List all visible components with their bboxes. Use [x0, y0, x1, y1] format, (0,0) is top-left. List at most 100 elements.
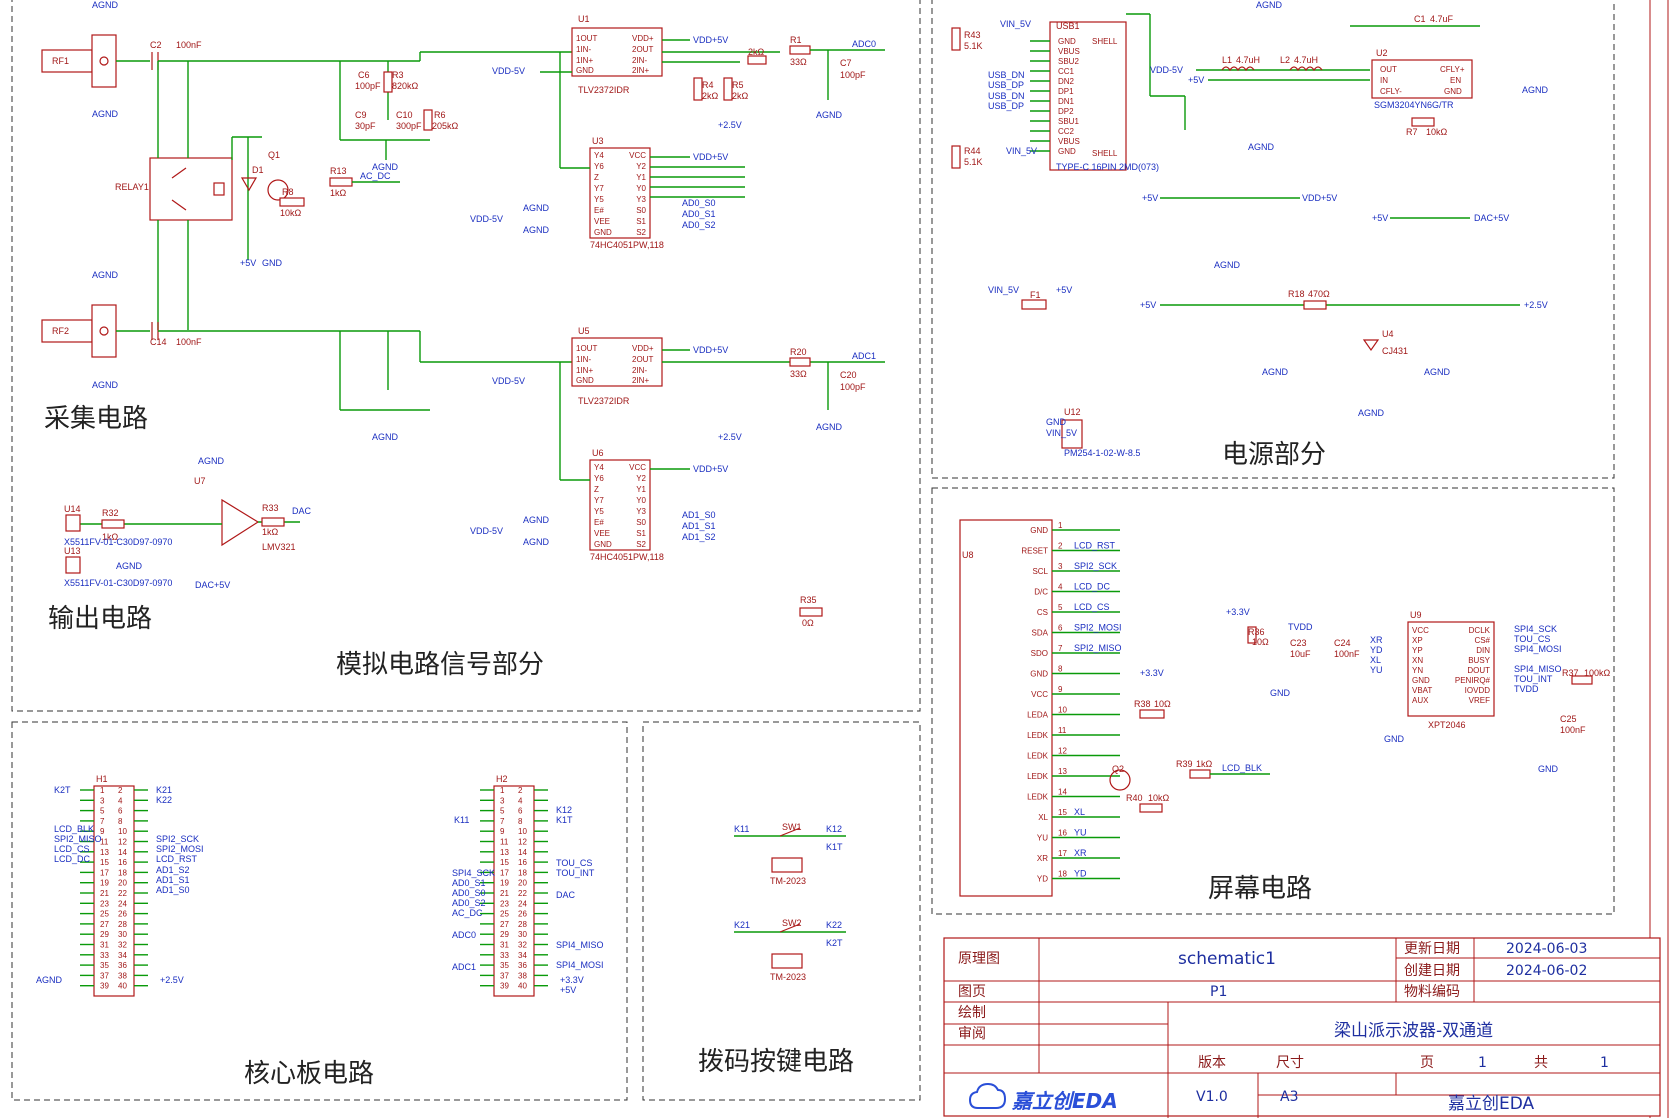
r32-value: 1kΩ	[102, 532, 119, 542]
svg-text:嘉立创EDA: 嘉立创EDA	[1011, 1089, 1118, 1113]
lcd-pin-number: 3	[1058, 562, 1063, 571]
usb-connector-body	[1049, 21, 1127, 171]
usb-pin: GND	[1058, 147, 1076, 156]
svg-text:K12: K12	[826, 824, 842, 834]
svg-text:AD1_S2: AD1_S2	[156, 865, 190, 875]
svg-text:K22: K22	[826, 920, 842, 930]
u2-ref: U2	[1376, 48, 1388, 58]
svg-text:SPI4_SCK: SPI4_SCK	[1514, 624, 1557, 634]
svg-text:AGND: AGND	[523, 537, 550, 547]
c20-value: 100pF	[840, 382, 866, 392]
mux-pin: VEE	[594, 529, 610, 538]
u1-part: TLV2372IDR	[578, 85, 630, 95]
svg-text:AGND: AGND	[1522, 85, 1549, 95]
section-screen: 屏幕电路	[1208, 874, 1312, 904]
xpt-pin: DIN	[1476, 646, 1490, 655]
sw2-part: TM-2023	[770, 972, 806, 982]
mux-pin: Y6	[594, 162, 604, 171]
doc-label: 原理图	[958, 951, 1000, 967]
header-pin: 7	[500, 817, 505, 826]
svg-text:SPI2_MISO: SPI2_MISO	[54, 834, 102, 844]
header-pin: 27	[500, 920, 509, 929]
ac-dc-label: AC_DC	[360, 171, 391, 181]
mux-pin: Y2	[636, 474, 646, 483]
lcd-pin-number: 10	[1058, 706, 1067, 715]
total-value: 1	[1600, 1055, 1609, 1071]
mux-pin: Y2	[636, 162, 646, 171]
r3-label: R3	[392, 70, 404, 80]
u3-ref: U3	[592, 136, 604, 146]
lcd-pin-number: 16	[1058, 829, 1067, 838]
header-pin: 4	[518, 796, 523, 805]
header-pin: 34	[518, 951, 527, 960]
header-pin: 17	[100, 868, 109, 877]
lcd-pin-number: 14	[1058, 788, 1067, 797]
lcd-pin-name: LEDA	[1027, 711, 1049, 720]
header-pin: 8	[118, 817, 123, 826]
lcd-net-label: XR	[1074, 848, 1087, 858]
svg-text:1OUT: 1OUT	[576, 344, 597, 353]
header-pin: 15	[100, 858, 109, 867]
header-pin: 28	[118, 920, 127, 929]
lcd-net-label: SPI2_SCK	[1074, 561, 1117, 571]
l1-value: 4.7uH	[1236, 55, 1260, 65]
header-pin: 28	[518, 920, 527, 929]
c7-label: C7	[840, 58, 852, 68]
tvdd-label: TVDD	[1288, 622, 1313, 632]
agnd-label: AGND	[92, 109, 119, 119]
header-pin: 13	[500, 848, 509, 857]
mux-pin: S1	[636, 217, 646, 226]
svg-text:AGND: AGND	[523, 203, 550, 213]
xpt-pin: YN	[1412, 666, 1423, 675]
ad0s0-label: AD0_S0	[682, 198, 716, 208]
u12-body	[1061, 419, 1083, 449]
header-pin: 23	[100, 899, 109, 908]
mux-pin: GND	[594, 228, 612, 237]
header-pin: 33	[500, 951, 509, 960]
header-pin: 9	[100, 827, 105, 836]
svg-text:SPI4_MISO: SPI4_MISO	[556, 940, 604, 950]
svg-text:VIN_5V: VIN_5V	[988, 285, 1019, 295]
mux-pin: Y6	[594, 474, 604, 483]
p25-label: +2.5V	[718, 120, 742, 130]
svg-text:GND: GND	[1046, 417, 1067, 427]
svg-text:VDD+5V: VDD+5V	[693, 464, 728, 474]
adc0-label: ADC0	[852, 39, 876, 49]
u12-ref: U12	[1064, 407, 1081, 417]
svg-text:+5V: +5V	[1142, 193, 1158, 203]
mux-pin: Y7	[594, 496, 604, 505]
lcd-pin-name: LEDK	[1027, 731, 1049, 740]
svg-text:SHELL: SHELL	[1092, 37, 1118, 46]
r37-label: R37	[1562, 668, 1579, 678]
lcd-pin-number: 11	[1058, 726, 1067, 735]
svg-text:USB_DN: USB_DN	[988, 91, 1025, 101]
ad1s2-label: AD1_S2	[682, 532, 716, 542]
header-pin: 19	[100, 879, 109, 888]
mux-pin: Y3	[636, 195, 646, 204]
q2-label: Q2	[1112, 764, 1124, 774]
mux-pin: E#	[594, 206, 604, 215]
u2-body	[1371, 59, 1473, 99]
page-name: P1	[1210, 984, 1227, 1000]
mux-pin: Y7	[594, 184, 604, 193]
header-pin: 35	[500, 961, 509, 970]
header-pin: 37	[500, 971, 509, 980]
header-pin: 1	[100, 786, 105, 795]
ad0s1-label: AD0_S1	[682, 209, 716, 219]
mux-pin: Z	[594, 485, 599, 494]
svg-text:K1T: K1T	[826, 842, 843, 852]
svg-text:VDD-5V: VDD-5V	[1150, 65, 1183, 75]
header-pin: 31	[500, 941, 509, 950]
svg-text:AGND: AGND	[36, 975, 63, 985]
header-pin: 14	[518, 848, 527, 857]
svg-text:+5V: +5V	[1372, 213, 1388, 223]
r6-value: 205kΩ	[432, 121, 459, 131]
svg-text:2IN+: 2IN+	[632, 66, 649, 75]
u9-xpt2046-body	[1407, 621, 1495, 717]
usb-part: TYPE-C 16PIN 2MD(073)	[1056, 162, 1159, 172]
output-circuit: U7 LMV321 AGND DAC+5V R33 1kΩ DAC R32 1k…	[64, 456, 823, 628]
version-value: V1.0	[1196, 1089, 1228, 1105]
lcd-pin-name: D/C	[1034, 588, 1048, 597]
lcd-net-label: YD	[1074, 869, 1087, 879]
svg-text:EN: EN	[1450, 76, 1461, 85]
